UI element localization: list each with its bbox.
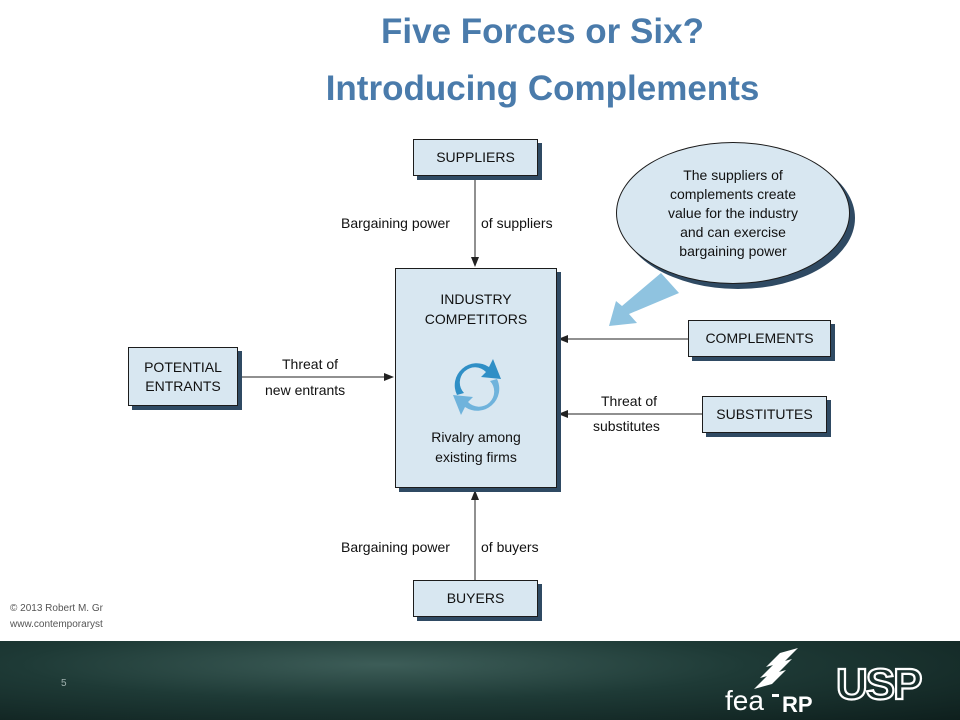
page-number: 5 (61, 678, 67, 689)
potential-entrants-label: POTENTIAL ENTRANTS (144, 358, 222, 394)
substitutes-box: SUBSTITUTES (702, 396, 827, 433)
fea-rp-logo: fea RP (725, 648, 813, 715)
callout-text: The suppliers of complements create valu… (668, 166, 798, 259)
bp-buyers-left-label: Bargaining power (341, 539, 450, 555)
rivalry-cycle-icon (453, 359, 501, 415)
complements-callout: The suppliers of complements create valu… (616, 142, 850, 284)
bp-suppliers-left-label: Bargaining power (341, 215, 450, 231)
rp-logo-text: RP (782, 692, 813, 715)
threat-entrants-line2: new entrants (265, 382, 346, 398)
slide-title-line1: Five Forces or Six? (381, 12, 704, 51)
threat-subs-line1: Threat of (601, 393, 658, 409)
buyers-box: BUYERS (413, 580, 538, 617)
complements-box: COMPLEMENTS (688, 320, 831, 357)
callout-arrow-icon (609, 273, 679, 326)
footer-band (0, 641, 960, 720)
bp-buyers-right-label: of buyers (481, 539, 539, 555)
copyright-line2: www.contemporaryst (10, 619, 103, 630)
bp-suppliers-right-label: of suppliers (481, 215, 553, 231)
usp-logo-text: USP (836, 660, 921, 707)
suppliers-box: SUPPLIERS (413, 139, 538, 176)
industry-competitors-box: INDUSTRY COMPETITORS Rivalry among exist… (395, 268, 557, 488)
copyright-line1: © 2013 Robert M. Gr (10, 603, 103, 614)
slide-title-line2: Introducing Complements (325, 69, 760, 108)
industry-competitors-title: INDUSTRY COMPETITORS (424, 291, 528, 327)
threat-subs-line2: substitutes (593, 418, 660, 434)
usp-logo: USP (836, 659, 924, 707)
fea-logo-text: fea (725, 685, 764, 715)
threat-entrants-line1: Threat of (282, 356, 339, 372)
fea-stripes-icon (754, 648, 798, 689)
potential-entrants-box: POTENTIAL ENTRANTS (128, 347, 238, 406)
rivalry-label: Rivalry among existing firms (431, 429, 521, 465)
